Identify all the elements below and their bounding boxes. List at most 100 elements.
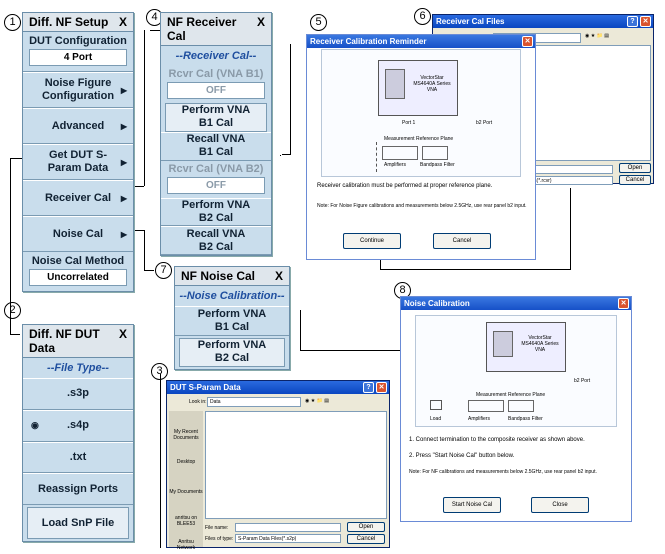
menu-title-text: NF Receiver Cal bbox=[167, 15, 237, 43]
close-button[interactable]: X bbox=[118, 15, 127, 29]
perform-b2-cal-button[interactable]: Perform VNA B2 Cal bbox=[179, 337, 285, 367]
get-dut-sparam-button[interactable]: Get DUT S-Param Data▶ bbox=[23, 144, 133, 180]
close-button[interactable]: X bbox=[118, 327, 127, 341]
label: Noise Cal bbox=[52, 227, 104, 240]
setup-diagram: VectorStar MS4640A Series VNA Port 1 b2 … bbox=[321, 49, 521, 177]
cancel-button[interactable]: Cancel bbox=[619, 175, 651, 185]
callout-5: 5 bbox=[310, 14, 327, 31]
place-recent[interactable]: My Recent Documents bbox=[173, 429, 199, 441]
section-header: --Receiver Cal-- bbox=[175, 50, 257, 62]
place-computer[interactable]: anritsu on BLEE53 bbox=[175, 515, 197, 527]
label: .txt bbox=[69, 450, 87, 463]
arrow-right-icon: ▶ bbox=[120, 157, 127, 167]
callout-1: 1 bbox=[4, 14, 21, 31]
arrow-right-icon: ▶ bbox=[120, 85, 127, 95]
vna-label: VectorStar MS4640A Series VNA bbox=[521, 335, 559, 353]
place-documents[interactable]: My Documents bbox=[169, 489, 203, 495]
close-button[interactable]: X bbox=[274, 269, 283, 283]
close-button[interactable]: Close bbox=[531, 497, 589, 513]
plane-label: Measurement Reference Plane bbox=[384, 136, 454, 142]
perform-b1-cal-button[interactable]: Perform VNA B1 Cal bbox=[165, 103, 267, 132]
place-network[interactable]: Anritsu Network bbox=[176, 539, 196, 551]
label: Perform VNA B1 Cal bbox=[181, 104, 251, 130]
label: Perform VNA B2 Cal bbox=[181, 198, 251, 224]
filetype-select[interactable]: Files(*.rcvr) bbox=[523, 176, 613, 185]
vna-instrument: VectorStar MS4640A Series VNA bbox=[486, 322, 566, 372]
amplifiers-label: Amplifiers bbox=[468, 416, 490, 422]
file-list[interactable] bbox=[205, 411, 387, 519]
advanced-button[interactable]: Advanced▶ bbox=[23, 108, 133, 144]
filter-label: Bandpass Filter bbox=[508, 416, 543, 422]
menu-title-text: Diff. NF DUT Data bbox=[29, 327, 100, 355]
nav-icons[interactable]: ◉ ★ 📁 ▤ bbox=[585, 33, 609, 39]
reminder-message: Receiver calibration must be performed a… bbox=[317, 183, 493, 189]
menu-title: Diff. NF DUT Data X bbox=[23, 325, 133, 358]
section-header: --Noise Calibration-- bbox=[179, 290, 285, 302]
lookin-select[interactable]: Data bbox=[207, 397, 301, 407]
load-block bbox=[430, 400, 442, 410]
vna-instrument: VectorStar MS4640A Series VNA bbox=[378, 60, 458, 116]
help-icon[interactable]: ? bbox=[627, 16, 638, 27]
receiver-cal-button[interactable]: Receiver Cal▶ bbox=[23, 180, 133, 216]
filename-input[interactable] bbox=[235, 523, 341, 532]
perform-b1-cal-button[interactable]: Perform VNA B1 Cal bbox=[175, 306, 289, 336]
b2-status-value: OFF bbox=[167, 176, 265, 194]
cancel-button[interactable]: Cancel bbox=[347, 534, 385, 544]
noise-cal-button[interactable]: Noise Cal ▶ bbox=[23, 216, 133, 252]
label: Perform VNA B2 Cal bbox=[197, 339, 267, 365]
arrow-right-icon: ▶ bbox=[120, 229, 127, 239]
arrow-right-icon: ▶ bbox=[120, 193, 127, 203]
load-snp-button[interactable]: Load SnP File bbox=[27, 507, 129, 539]
load-label: Load bbox=[430, 416, 442, 422]
callout-3: 3 bbox=[151, 363, 168, 380]
vna-screen bbox=[385, 69, 405, 99]
nav-icons[interactable]: ◉ ★ 📁 ▤ bbox=[305, 398, 329, 404]
filename-input[interactable] bbox=[523, 165, 613, 174]
recall-b1-cal-button[interactable]: Recall VNA B1 Cal bbox=[161, 131, 271, 161]
reference-plane bbox=[376, 142, 377, 172]
recall-b2-cal-button[interactable]: Recall VNA B2 Cal bbox=[161, 226, 271, 255]
open-button[interactable]: Open bbox=[619, 163, 651, 173]
amplifiers-block bbox=[382, 146, 418, 160]
place-desktop[interactable]: Desktop bbox=[176, 459, 196, 465]
dut-config-value[interactable]: 4 Port bbox=[29, 49, 127, 66]
b1-status-group: Rcvr Cal (VNA B1) OFF bbox=[161, 66, 271, 103]
label: Perform VNA B1 Cal bbox=[197, 307, 267, 333]
continue-button[interactable]: Continue bbox=[343, 233, 401, 249]
step1-text: 1. Connect termination to the composite … bbox=[409, 437, 585, 443]
callout-6: 6 bbox=[414, 8, 431, 25]
noise-figure-config-button[interactable]: Noise Figure Configuration▶ bbox=[23, 72, 133, 108]
setup-diagram: VectorStar MS4640A Series VNA b2 Port Me… bbox=[415, 315, 617, 427]
receiver-cal-reminder-dialog: Receiver Calibration Reminder✕ VectorSta… bbox=[306, 34, 536, 260]
close-icon[interactable]: ✕ bbox=[522, 36, 533, 47]
cancel-button[interactable]: Cancel bbox=[433, 233, 491, 249]
filetype-select[interactable]: S-Param Data Files(*.s2p) bbox=[235, 534, 341, 543]
callout-7: 7 bbox=[155, 262, 172, 279]
close-icon[interactable]: ✕ bbox=[640, 16, 651, 27]
b2port-label: b2 Port bbox=[476, 120, 493, 126]
s4p-option[interactable]: ◉.s4p bbox=[23, 409, 133, 442]
reassign-ports-button[interactable]: Reassign Ports bbox=[23, 473, 133, 506]
close-button[interactable]: X bbox=[256, 15, 265, 29]
file-list[interactable] bbox=[523, 45, 651, 161]
start-noise-cal-button[interactable]: Start Noise Cal bbox=[443, 497, 501, 513]
nf-receiver-cal-menu: NF Receiver Cal X --Receiver Cal-- Rcvr C… bbox=[160, 12, 272, 256]
menu-title-text: Diff. NF Setup bbox=[29, 15, 109, 29]
close-icon[interactable]: ✕ bbox=[618, 298, 629, 309]
dialog-title: Noise Calibration ✕ bbox=[401, 297, 631, 310]
dut-sparam-data-dialog: DUT S-Param Data?✕ Look in: Data ◉ ★ 📁 ▤… bbox=[166, 380, 390, 551]
step2-text: 2. Press "Start Noise Cal" button below. bbox=[409, 453, 515, 459]
txt-option[interactable]: .txt bbox=[23, 441, 133, 474]
label: .s3p bbox=[66, 387, 89, 400]
perform-b2-cal-button[interactable]: Perform VNA B2 Cal bbox=[161, 197, 271, 227]
label: Recall VNA B2 Cal bbox=[186, 227, 246, 253]
close-icon[interactable]: ✕ bbox=[376, 382, 387, 393]
open-button[interactable]: Open bbox=[347, 522, 385, 532]
label: Advanced bbox=[51, 119, 105, 132]
noise-cal-method-group[interactable]: Noise Cal Method Uncorrelated bbox=[23, 252, 133, 291]
help-icon[interactable]: ? bbox=[363, 382, 374, 393]
s3p-option[interactable]: .s3p bbox=[23, 378, 133, 410]
title-text: Noise Calibration bbox=[404, 299, 470, 308]
